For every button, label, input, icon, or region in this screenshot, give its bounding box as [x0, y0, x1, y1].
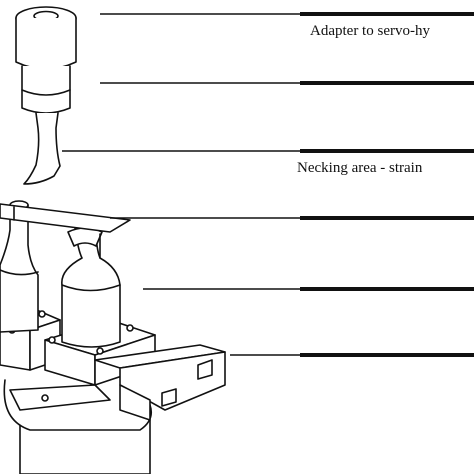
- label-adapter: Adapter to servo-hy: [310, 23, 430, 39]
- label-necking: Necking area - strain: [297, 160, 423, 176]
- right-grip: [61, 227, 121, 348]
- t-slot-rail: [9, 344, 226, 421]
- test-strip: [0, 203, 131, 233]
- base-plate: [3, 379, 153, 474]
- leader-lines: [62, 12, 474, 357]
- servo-adapter: [15, 6, 77, 185]
